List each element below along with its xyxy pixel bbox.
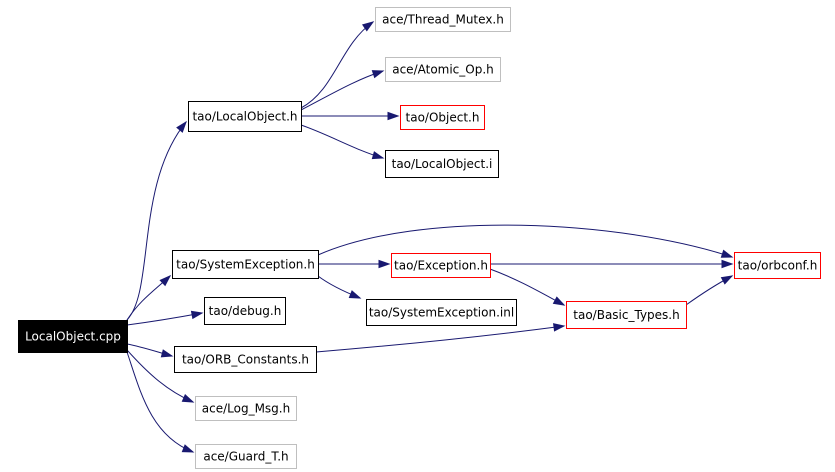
node-systemexception-h[interactable]: tao/SystemException.h — [172, 250, 319, 279]
edge-line — [300, 124, 384, 159]
arrowhead-icon — [159, 274, 172, 287]
node-box — [391, 253, 491, 278]
edge-localobject-h-to-atomic-op-h — [300, 70, 385, 111]
arrowhead-icon — [190, 310, 204, 320]
edge-root-to-debug-h — [126, 310, 204, 326]
node-label: tao/Exception.h — [394, 259, 488, 273]
edge-localobject-h-to-thread-mutex-h — [300, 21, 375, 109]
node-label: LocalObject.cpp — [25, 330, 121, 344]
arrowhead-icon — [181, 393, 195, 403]
arrowhead-icon — [348, 290, 362, 299]
arrowhead-icon — [176, 120, 187, 133]
node-label: ace/Log_Msg.h — [202, 402, 290, 416]
node-label: ace/Atomic_Op.h — [392, 63, 494, 77]
edge-line — [300, 70, 384, 111]
node-label: ace/Thread_Mutex.h — [382, 13, 504, 27]
arrowhead-icon — [553, 323, 566, 332]
node-box — [188, 101, 302, 132]
node-debug-h[interactable]: tao/debug.h — [204, 297, 286, 325]
node-thread-mutex-h[interactable]: ace/Thread_Mutex.h — [375, 7, 511, 32]
arrowhead-icon — [361, 21, 375, 32]
node-box — [400, 105, 485, 130]
node-label: ace/Guard_T.h — [203, 450, 288, 464]
edges-layer — [126, 21, 734, 453]
edge-line — [300, 21, 374, 109]
node-box — [566, 301, 687, 329]
node-label: tao/Basic_Types.h — [573, 308, 679, 322]
edge-localobject-h-to-localobject-i — [300, 124, 385, 160]
edge-exception-h-to-basic-types-h — [489, 268, 566, 306]
edge-orb-constants-h-to-basic-types-h — [315, 323, 566, 353]
node-box — [174, 346, 317, 373]
node-basic-types-h[interactable]: tao/Basic_Types.h — [566, 301, 687, 329]
node-label: tao/Object.h — [406, 111, 480, 125]
edge-systemexception-h-to-orbconf-h — [317, 224, 734, 258]
node-box — [172, 250, 319, 279]
node-localobject-i[interactable]: tao/LocalObject.i — [385, 150, 499, 178]
node-label: tao/orbconf.h — [738, 259, 818, 273]
node-localobject-h[interactable]: tao/LocalObject.h — [188, 101, 302, 132]
node-label: tao/debug.h — [209, 304, 282, 318]
node-orb-constants-h[interactable]: tao/ORB_Constants.h — [174, 346, 317, 373]
node-box — [18, 320, 128, 353]
node-box — [385, 57, 501, 82]
node-root: LocalObject.cpp — [18, 320, 128, 353]
edge-line — [317, 224, 733, 258]
edge-basic-types-h-to-orbconf-h — [685, 275, 734, 306]
edge-root-to-log-msg-h — [126, 349, 195, 403]
edge-systemexception-h-to-exception-h — [318, 259, 391, 269]
edge-localobject-h-to-object-h — [301, 111, 400, 121]
edge-systemexception-h-to-systemexception-inl — [317, 275, 362, 299]
node-box — [375, 7, 511, 32]
edge-line — [126, 351, 194, 453]
edge-root-to-systemexception-h — [126, 274, 172, 321]
node-box — [385, 150, 499, 178]
edge-exception-h-to-orbconf-h — [490, 259, 734, 269]
arrowhead-icon — [160, 349, 174, 358]
node-exception-h[interactable]: tao/Exception.h — [391, 253, 491, 278]
node-guard-t-h[interactable]: ace/Guard_T.h — [195, 444, 297, 469]
node-box — [195, 444, 297, 469]
arrowhead-icon — [552, 296, 566, 306]
node-label: tao/SystemException.h — [176, 258, 315, 272]
node-box — [734, 252, 821, 279]
node-label: tao/LocalObject.h — [192, 110, 297, 124]
node-box — [366, 299, 517, 326]
node-systemexception-inl[interactable]: tao/SystemException.inl — [366, 299, 517, 326]
node-object-h[interactable]: tao/Object.h — [400, 105, 485, 130]
node-log-msg-h[interactable]: ace/Log_Msg.h — [195, 396, 297, 421]
edge-line — [126, 312, 203, 326]
node-label: tao/SystemException.inl — [369, 306, 514, 320]
node-box — [204, 297, 286, 325]
arrowhead-icon — [181, 444, 195, 453]
arrowhead-icon — [387, 111, 400, 121]
node-atomic-op-h[interactable]: ace/Atomic_Op.h — [385, 57, 501, 82]
arrowhead-icon — [371, 151, 385, 160]
edge-root-to-guard-t-h — [126, 351, 195, 453]
node-box — [195, 396, 297, 421]
nodes-layer: LocalObject.cpp tao/LocalObject.h ace/Thre… — [18, 7, 821, 469]
node-label: tao/ORB_Constants.h — [182, 353, 309, 367]
edge-root-to-localobject-h — [126, 120, 187, 321]
edge-line — [315, 325, 565, 353]
edge-root-to-orb-constants-h — [126, 343, 174, 358]
node-label: tao/LocalObject.i — [392, 157, 493, 171]
node-orbconf-h[interactable]: tao/orbconf.h — [734, 252, 821, 279]
arrowhead-icon — [721, 259, 734, 269]
arrowhead-icon — [371, 70, 385, 79]
arrowhead-icon — [720, 275, 734, 285]
edge-line — [126, 121, 187, 321]
arrowhead-icon — [720, 249, 734, 258]
arrowhead-icon — [378, 259, 391, 269]
